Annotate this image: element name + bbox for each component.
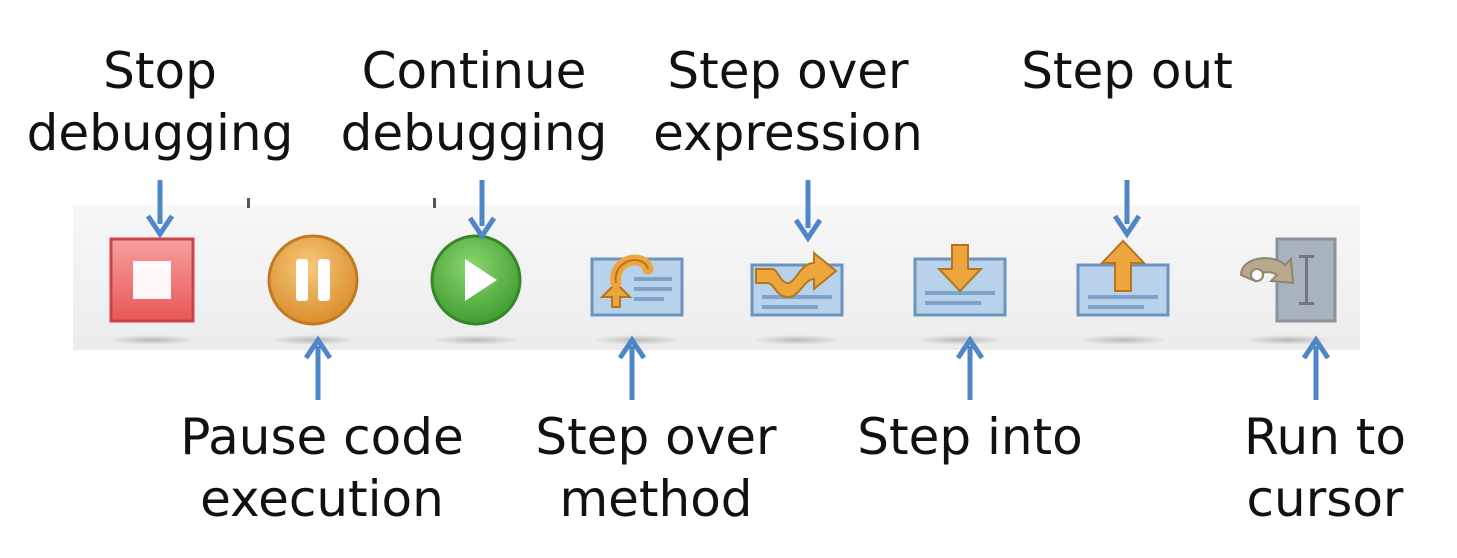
step-over-expression-icon: [750, 250, 844, 317]
label-run-to-cursor: Run to cursor: [1244, 406, 1406, 530]
step-into-icon: [913, 244, 1007, 317]
label-line: Step into: [857, 408, 1083, 466]
button-shadow: [915, 335, 1005, 345]
label-step-over-method: Step over method: [535, 406, 776, 530]
label-line: Pause code: [180, 408, 464, 466]
label-line: Stop: [103, 42, 217, 100]
play-icon: [430, 234, 522, 326]
label-step-over-expression: Step over expression: [653, 40, 923, 164]
label-line: Run to: [1244, 408, 1406, 466]
pointer-arrow-step-over-expression: [793, 180, 823, 243]
pointer-arrow-step-out: [1112, 180, 1142, 239]
button-shadow: [268, 335, 358, 345]
step-into-button[interactable]: [905, 225, 1015, 335]
pointer-arrow-pause: [303, 335, 333, 400]
pointer-arrow-step-over-method: [617, 335, 647, 400]
button-shadow: [592, 335, 682, 345]
run-to-cursor-button[interactable]: [1233, 225, 1343, 335]
step-over-expression-button[interactable]: [742, 225, 852, 335]
toolbar-tick: [433, 198, 436, 208]
button-shadow: [752, 335, 842, 345]
button-shadow: [107, 335, 197, 345]
label-line: Continue: [361, 42, 587, 100]
run-to-cursor-icon: [1239, 237, 1337, 323]
label-line: debugging: [26, 104, 294, 162]
continue-debugging-button[interactable]: [421, 225, 531, 335]
pause-code-execution-button[interactable]: [258, 225, 368, 335]
button-shadow: [431, 335, 521, 345]
step-out-icon: [1076, 239, 1170, 317]
label-stop-debugging: Stop debugging: [27, 40, 294, 164]
pointer-arrow-continue: [467, 180, 497, 241]
step-out-button[interactable]: [1068, 225, 1178, 335]
label-line: Step over: [667, 42, 909, 100]
button-shadow: [1078, 335, 1168, 345]
toolbar-tick: [247, 198, 250, 208]
pointer-arrow-step-into: [955, 335, 985, 400]
step-over-method-button[interactable]: [582, 225, 692, 335]
button-shadow: [1243, 335, 1333, 345]
pointer-arrow-run-to-cursor: [1301, 335, 1331, 400]
label-step-into: Step into: [857, 406, 1083, 468]
label-line: Step out: [1021, 42, 1233, 100]
label-step-out: Step out: [1021, 40, 1233, 102]
label-line: method: [559, 470, 753, 528]
step-over-method-icon: [590, 254, 684, 317]
stop-icon: [109, 237, 195, 323]
label-line: debugging: [340, 104, 608, 162]
label-continue-debugging: Continue debugging: [341, 40, 608, 164]
label-line: Step over: [535, 408, 777, 466]
stop-debugging-button[interactable]: [97, 225, 207, 335]
pointer-arrow-stop: [145, 180, 175, 239]
pause-icon: [267, 234, 359, 326]
label-line: expression: [653, 104, 923, 162]
label-pause-code-execution: Pause code execution: [180, 406, 464, 530]
label-line: cursor: [1246, 470, 1404, 528]
label-line: execution: [200, 470, 444, 528]
